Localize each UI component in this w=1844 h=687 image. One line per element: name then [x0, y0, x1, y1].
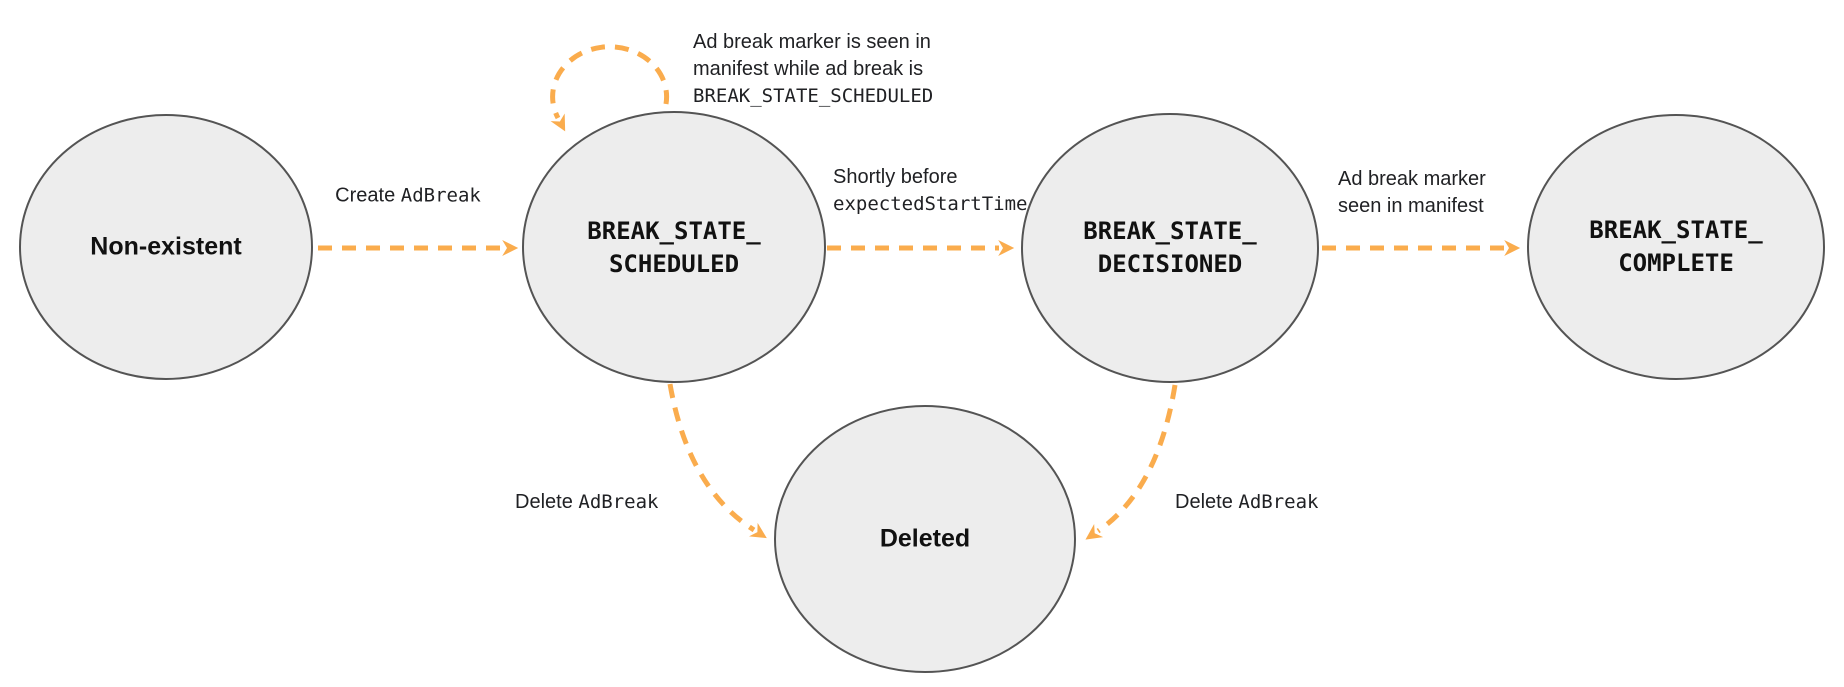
edge-label-line: manifest while ad break is: [693, 58, 924, 80]
edge-label-code: AdBreak: [1238, 491, 1319, 513]
node-label-deleted: Deleted: [879, 524, 971, 553]
node-label-break-state-complete: BREAK_STATE_ COMPLETE: [1589, 214, 1762, 280]
state-node-non-existent: [19, 114, 313, 380]
node-label-line: DECISIONED: [1097, 250, 1243, 278]
state-node-break-state-scheduled: [522, 111, 826, 383]
edge-label-line: Ad break marker: [1338, 168, 1486, 190]
edge-label-line: Ad break marker is seen in: [693, 31, 931, 53]
edge-label-line: seen in manifest: [1338, 195, 1484, 217]
edge-label-line: Shortly before: [833, 166, 958, 188]
node-label-break-state-scheduled: BREAK_STATE_ SCHEDULED: [587, 215, 760, 281]
edge-label-text: Delete: [515, 491, 579, 513]
node-label-line: BREAK_STATE_: [587, 217, 761, 245]
edge-label-delete-adbreak-left: Delete AdBreak: [515, 489, 658, 516]
edge-label-code: AdBreak: [578, 491, 659, 513]
state-node-deleted: [774, 405, 1076, 673]
edge-label-text: Create: [335, 184, 401, 207]
edge-label-code-line: expectedStartTime: [833, 193, 1028, 215]
node-label-line: SCHEDULED: [608, 250, 740, 278]
node-label-line: BREAK_STATE_: [1589, 216, 1763, 244]
edge-label-create-adbreak: Create AdBreak: [335, 183, 481, 210]
state-node-break-state-decisioned: [1021, 113, 1319, 383]
node-label-line: BREAK_STATE_: [1083, 217, 1257, 245]
node-label-break-state-decisioned: BREAK_STATE_ DECISIONED: [1083, 215, 1256, 281]
edge-label-code: AdBreak: [400, 184, 481, 207]
node-label-line: COMPLETE: [1618, 249, 1734, 277]
edge-label-text: Delete: [1175, 491, 1239, 513]
node-label-non-existent: Non-existent: [90, 232, 242, 261]
edge-label-marker-seen: Ad break marker seen in manifest: [1338, 166, 1486, 220]
state-node-break-state-complete: [1527, 114, 1825, 380]
edge-label-code-line: BREAK_STATE_SCHEDULED: [693, 85, 934, 107]
edge-label-delete-adbreak-right: Delete AdBreak: [1175, 489, 1318, 516]
edge-label-shortly-before: Shortly before expectedStartTime: [833, 164, 1027, 218]
edge-delete-from-scheduled-arrow: [667, 383, 767, 539]
edge-label-self-loop: Ad break marker is seen in manifest whil…: [693, 29, 933, 110]
edge-delete-from-decisioned-arrow: [1085, 384, 1178, 540]
edge-self-loop-arrow: [550, 44, 670, 132]
